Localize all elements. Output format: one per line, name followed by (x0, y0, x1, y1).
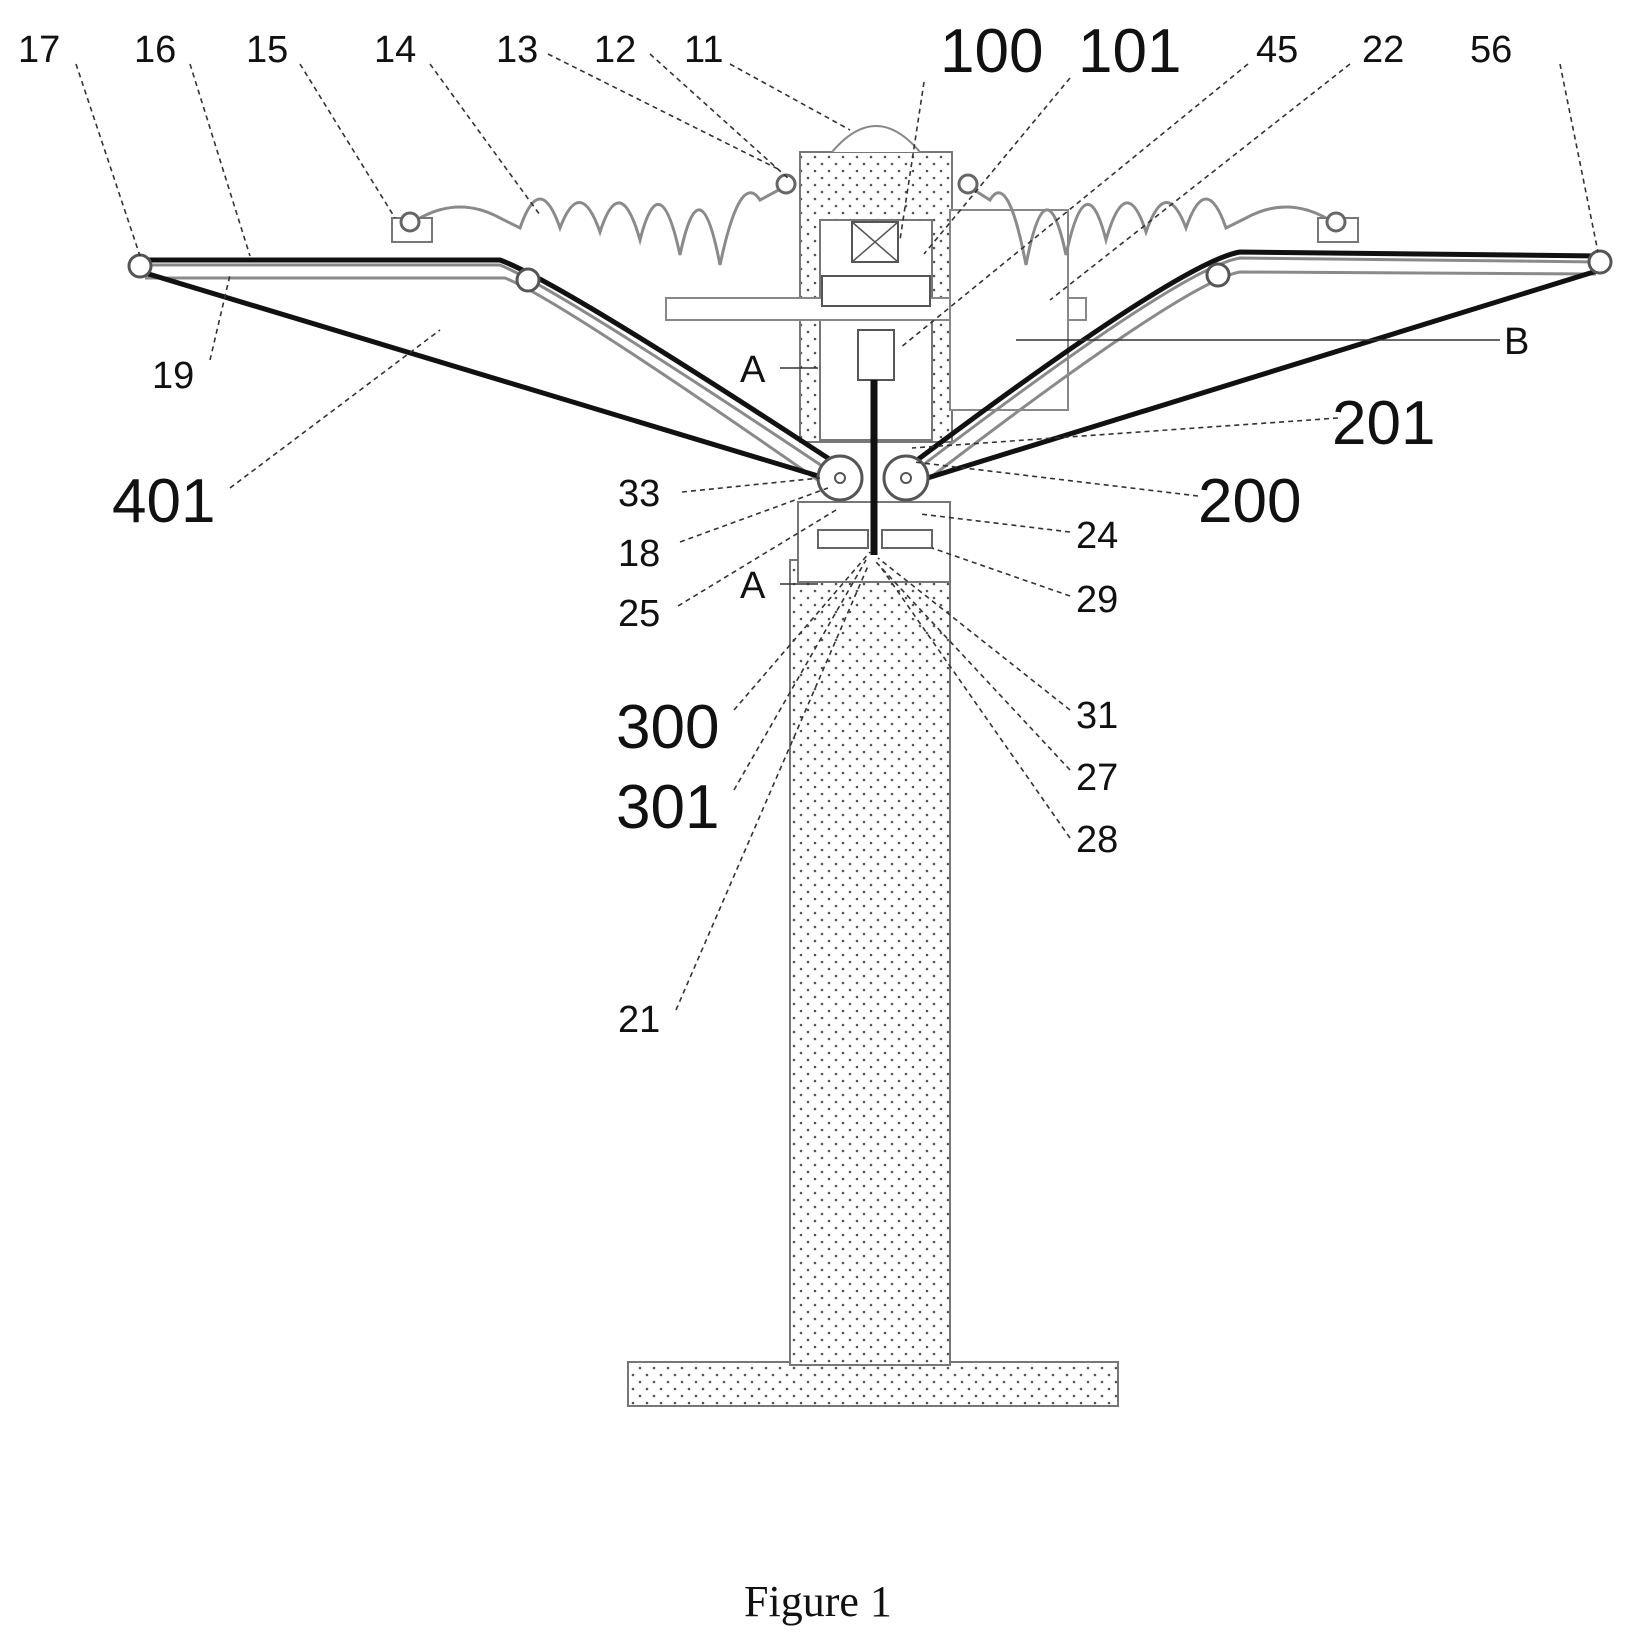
label-56: 56 (1470, 29, 1512, 71)
label-16: 16 (134, 29, 176, 71)
label-301: 301 (616, 773, 719, 842)
label-19: 19 (152, 355, 194, 397)
label-b: B (1504, 321, 1529, 363)
label-45: 45 (1256, 29, 1298, 71)
label-200: 200 (1198, 467, 1301, 536)
label-15: 15 (246, 29, 288, 71)
box-b (950, 210, 1068, 410)
label-14: 14 (374, 29, 416, 71)
label-29: 29 (1076, 579, 1118, 621)
coupling (858, 330, 894, 380)
label-a-top: A (740, 349, 766, 391)
label-18: 18 (618, 533, 660, 575)
left-mid-pivot (517, 269, 539, 291)
spring-left (420, 185, 788, 265)
label-33: 33 (618, 473, 660, 515)
left-end-pivot (129, 255, 151, 277)
support-column (790, 560, 950, 1365)
label-22: 22 (1362, 29, 1404, 71)
label-a-bottom: A (740, 565, 766, 607)
label-201: 201 (1332, 389, 1435, 458)
label-27: 27 (1076, 757, 1118, 799)
base-plate (628, 1362, 1118, 1406)
right-end-pivot (1589, 251, 1611, 273)
label-17: 17 (18, 29, 60, 71)
lower-block-right (882, 530, 932, 548)
label-100: 100 (940, 17, 1043, 86)
label-101: 101 (1078, 17, 1181, 86)
label-13: 13 (496, 29, 538, 71)
label-31: 31 (1076, 695, 1118, 737)
label-21: 21 (618, 999, 660, 1041)
label-401: 401 (112, 467, 215, 536)
figure-caption: Figure 1 (744, 1577, 892, 1626)
label-12: 12 (594, 29, 636, 71)
label-11: 11 (684, 29, 723, 71)
label-28: 28 (1076, 819, 1118, 861)
gear-block (822, 276, 930, 306)
lamp-dome (832, 126, 920, 152)
left-panel (140, 265, 840, 478)
lower-block-left (818, 530, 868, 548)
label-24: 24 (1076, 515, 1118, 557)
right-mid-pivot (1207, 264, 1229, 286)
label-25: 25 (618, 593, 660, 635)
label-300: 300 (616, 693, 719, 762)
